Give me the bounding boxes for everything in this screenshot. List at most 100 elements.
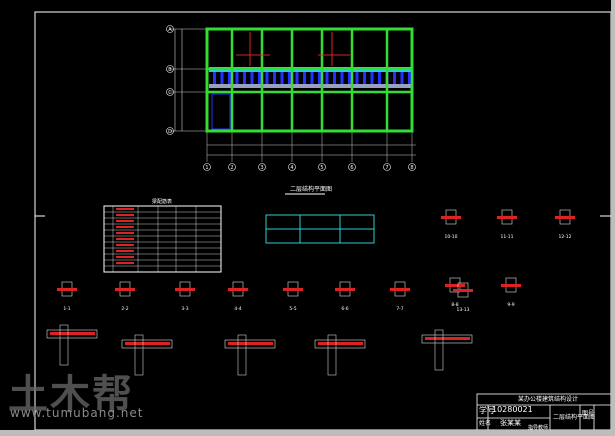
grid-label: 6 [350, 165, 353, 171]
section-rebar [555, 216, 575, 219]
grid-label: B [168, 67, 172, 73]
stair-step [408, 72, 411, 88]
grid-bubble [258, 163, 266, 171]
stair-step [303, 72, 306, 88]
stair-step [213, 72, 216, 88]
section-rebar [453, 289, 473, 292]
section-label: 9-9 [507, 302, 514, 308]
section-label: 10-10 [444, 234, 457, 240]
grid-bubble [166, 65, 174, 73]
stair-step [280, 72, 284, 88]
svg-text:梁配筋表: 梁配筋表 [152, 198, 172, 205]
section-label: 3-3 [181, 306, 188, 312]
grid-bubble [383, 163, 391, 171]
grid-label: C [168, 90, 172, 96]
joint-rebar [50, 332, 95, 335]
stair-step [258, 72, 261, 88]
student-name: 张某某 [500, 419, 521, 427]
stair-step [265, 72, 269, 88]
grid-label: A [168, 27, 172, 33]
grid-label: 2 [230, 165, 233, 171]
stair-step [348, 72, 351, 88]
joint-rebar [318, 342, 363, 345]
beam-table: 梁配筋表 [103, 198, 222, 273]
stair-step [393, 72, 396, 88]
joint-rebar [125, 342, 170, 345]
section-label: 4-4 [234, 306, 241, 312]
section-label: 2-2 [121, 306, 128, 312]
section-label: 1-1 [63, 306, 70, 312]
joint-rebar [228, 342, 273, 345]
section-rebar [501, 284, 521, 287]
stair-step [318, 72, 321, 88]
grid-bubble [203, 163, 211, 171]
section-rebar [335, 288, 355, 291]
stair-step [250, 72, 254, 88]
joint-detail [46, 329, 98, 339]
section-rebar [497, 216, 517, 219]
name-label: 姓名 [479, 420, 492, 427]
section-rebar [57, 288, 77, 291]
joint-rebar [425, 337, 470, 340]
section-label: 12-12 [558, 234, 571, 240]
grid-bubble [228, 163, 236, 171]
stair-step [400, 72, 404, 88]
grid-bubble [318, 163, 326, 171]
section-rebar [390, 288, 410, 291]
grid-label: 5 [320, 165, 323, 171]
stair-step [378, 72, 381, 88]
stair-step [273, 72, 276, 88]
stair-step [220, 72, 224, 88]
stair-step [295, 72, 299, 88]
grid-label: 4 [290, 165, 293, 171]
stair-step [355, 72, 359, 88]
section-label: 11-11 [500, 234, 513, 240]
section-rebar [115, 288, 135, 291]
stair-step [235, 72, 239, 88]
section-rebar [441, 216, 461, 219]
advisor-label: 指导教师 [528, 425, 549, 431]
section-label: 13-13 [456, 307, 469, 313]
stair-step [370, 72, 374, 88]
frame-elevation [265, 214, 375, 244]
grid-label: 8 [410, 165, 413, 171]
floor-plan [205, 27, 414, 133]
horizontal-scrollbar[interactable] [0, 430, 615, 436]
grid-bubble [166, 25, 174, 33]
vertical-scrollbar[interactable] [611, 0, 615, 436]
stair-step [325, 72, 329, 88]
section-label: 8-8 [451, 302, 458, 308]
joint-detail [224, 339, 276, 349]
plan-dimensions [170, 28, 416, 156]
joint-detail [314, 339, 366, 349]
student-no: 10280021 [492, 405, 533, 414]
sheet-label: 图号 [582, 410, 595, 417]
grid-bubble [166, 127, 174, 135]
stair-step [243, 72, 246, 88]
watermark-url: www.tumubang.net [10, 406, 144, 420]
watermark-logo: 土木帮 [8, 372, 134, 418]
stair-step [288, 72, 291, 88]
grid-label: D [168, 129, 172, 135]
student-no-label: 学号 [479, 406, 495, 415]
grid-bubble [348, 163, 356, 171]
stair-step [340, 72, 344, 88]
stair-step [333, 72, 336, 88]
drawing-name: 二层结构平面图 [553, 414, 596, 421]
grid-bubble [166, 88, 174, 96]
grid-bubble [408, 163, 416, 171]
stair-step [363, 72, 366, 88]
stair-step [310, 72, 314, 88]
section-rebar [228, 288, 248, 291]
joint-detail [121, 339, 173, 349]
joint-detail [421, 334, 473, 344]
section-rebar [175, 288, 195, 291]
grid-label: 3 [260, 165, 263, 171]
grid-bubble [288, 163, 296, 171]
grid-label: 1 [205, 165, 208, 171]
project-title: 某办公楼建筑结构设计 [518, 396, 579, 403]
grid-label: 7 [385, 165, 388, 171]
section-label: 6-6 [341, 306, 348, 312]
